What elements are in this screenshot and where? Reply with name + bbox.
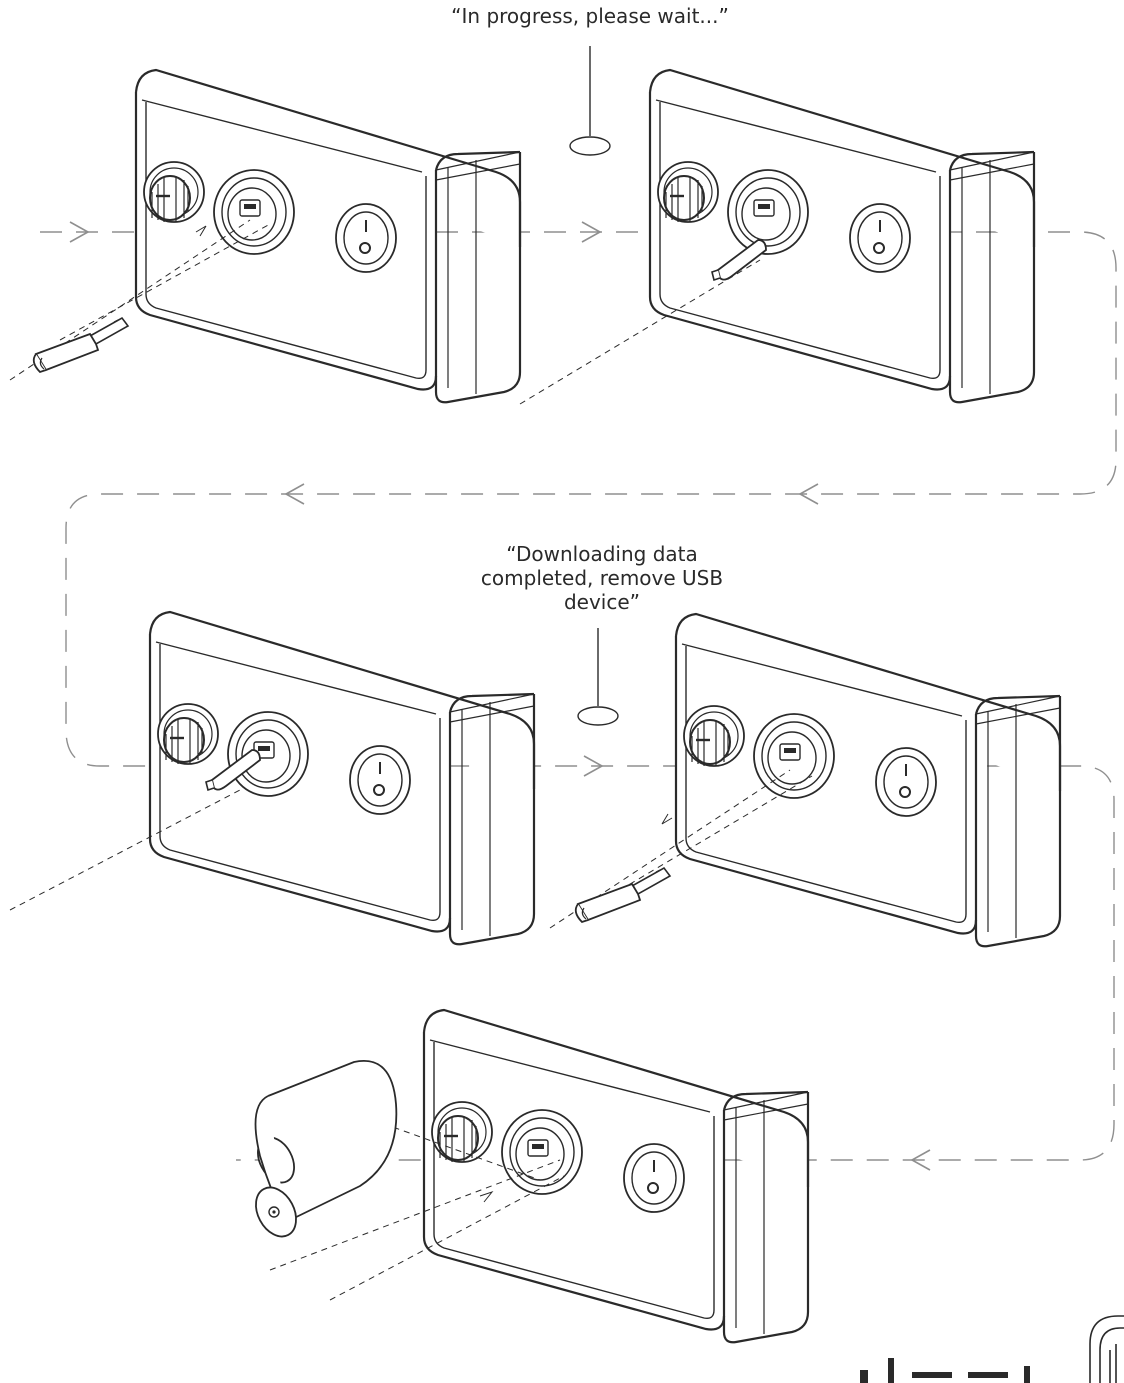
control-box-3 — [148, 610, 536, 946]
callout-download-completed: “Downloading data completed, remove USB … — [480, 542, 724, 614]
control-box-4 — [674, 612, 1062, 948]
control-box-1 — [134, 68, 522, 404]
control-box-5 — [422, 1008, 810, 1344]
step-3-download-completed — [9, 610, 536, 946]
flow-path — [40, 231, 1117, 1161]
cylinder-cap-icon — [254, 1060, 398, 1238]
step-5-insert-cap — [254, 1008, 810, 1344]
callout-1-leader — [569, 46, 611, 156]
step-1-insert-usb — [9, 68, 522, 404]
brand-wordmark — [860, 1358, 1030, 1383]
usb-flash-drive-icon — [32, 317, 129, 373]
indicator-led-icon — [577, 706, 619, 726]
callout-in-progress: “In progress, please wait...” — [451, 4, 729, 28]
step-4-remove-usb — [549, 612, 1062, 948]
indicator-led-icon — [569, 136, 611, 156]
logo-mark-icon — [1089, 1315, 1124, 1383]
usb-flash-drive-icon — [574, 867, 671, 923]
step-2-usb-inserted — [519, 68, 1036, 405]
flow-arrow-icon — [69, 221, 931, 1171]
control-box-2 — [648, 68, 1036, 404]
callout-2-leader — [577, 628, 619, 726]
